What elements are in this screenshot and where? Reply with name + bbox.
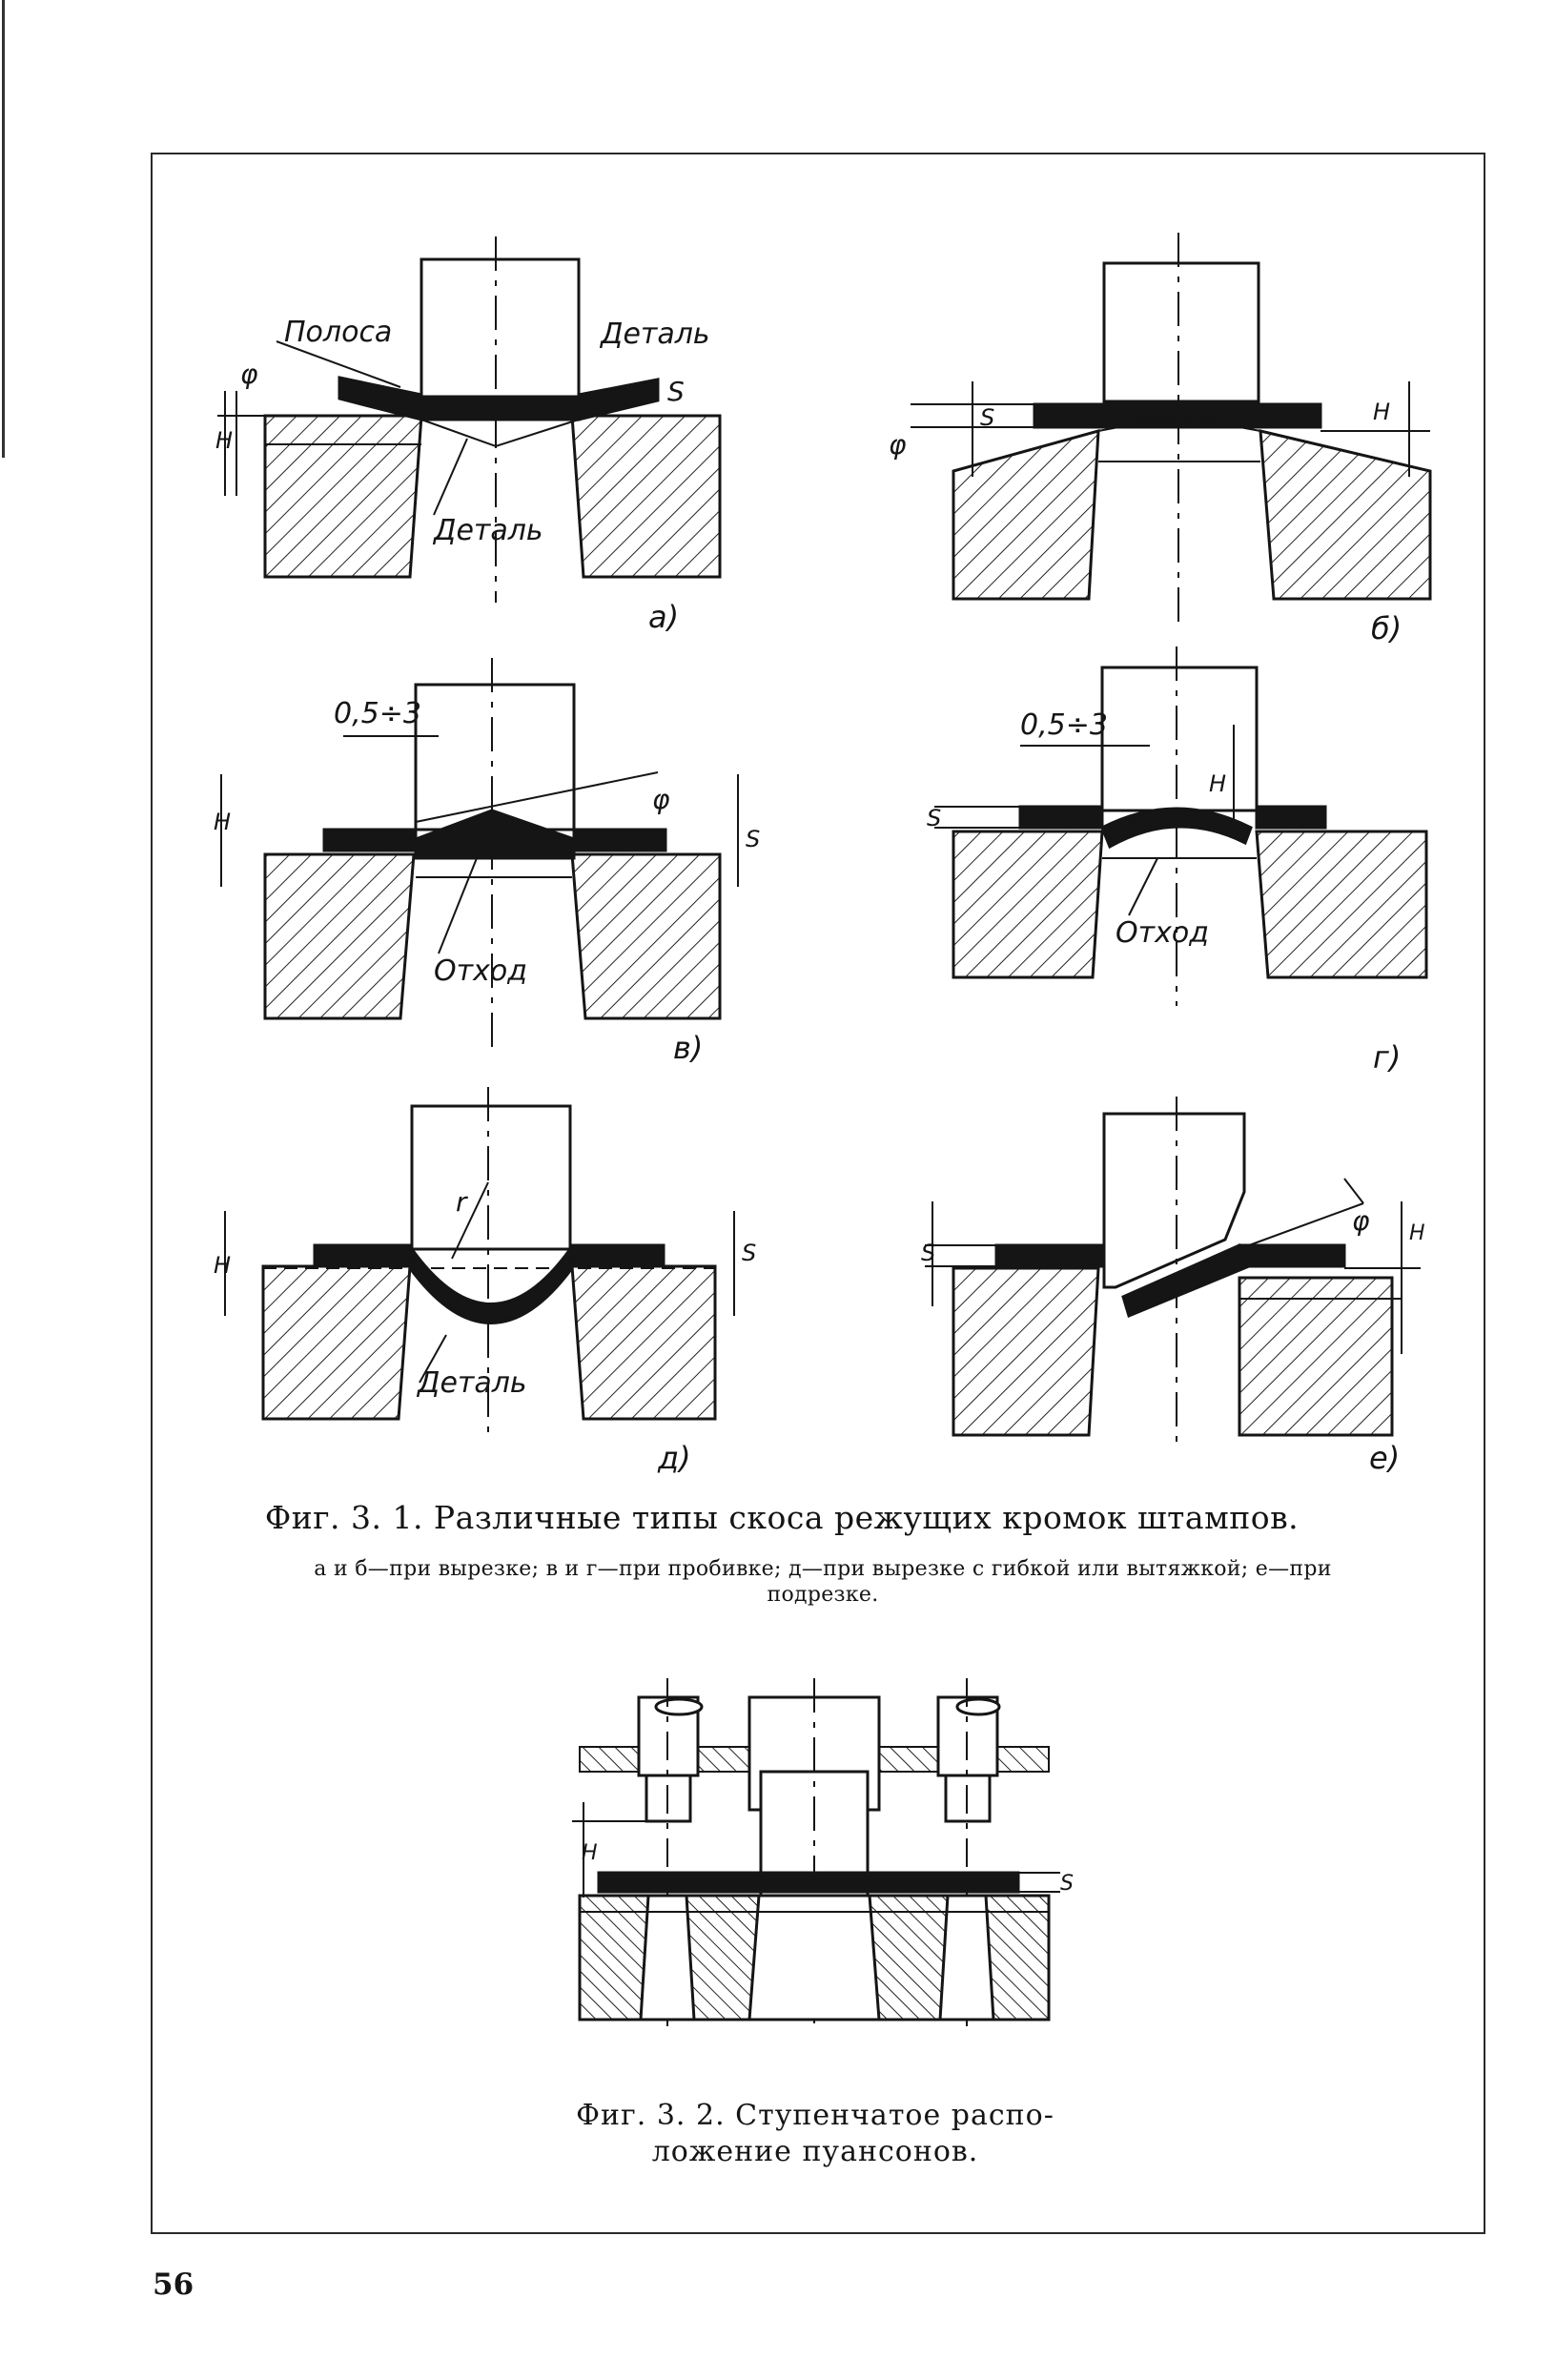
figure-1-caption-legend: а и б—при вырезке; в и г—при пробивке; д… bbox=[208, 1556, 1438, 1608]
strip-left bbox=[338, 376, 423, 421]
die-right bbox=[1255, 830, 1428, 979]
dim-r-d: r bbox=[456, 1186, 468, 1218]
strip-right bbox=[1238, 1243, 1346, 1268]
panel-letter-b: б) bbox=[1371, 610, 1402, 646]
panel-b bbox=[911, 233, 1432, 629]
die-left bbox=[952, 428, 1100, 601]
die-right bbox=[570, 414, 722, 579]
punch bbox=[420, 257, 581, 402]
dim-h-d: H bbox=[214, 1252, 231, 1279]
dim-s-e: S bbox=[921, 1240, 935, 1266]
dim-s-a: S bbox=[667, 376, 685, 407]
figure-2-caption: Фиг. 3. 2. Ступенчатое распо- ложение пу… bbox=[534, 2098, 1096, 2170]
dim-phi-e: φ bbox=[1352, 1205, 1370, 1237]
panel-letter-a: а) bbox=[648, 599, 679, 635]
panel-a bbox=[217, 236, 722, 603]
dim-s-fig2: S bbox=[1060, 1872, 1074, 1896]
dim-phi-b: φ bbox=[889, 429, 907, 461]
die-right bbox=[570, 1264, 717, 1421]
dim-h-a: H bbox=[215, 427, 233, 454]
die-left bbox=[263, 414, 423, 579]
punch-angled bbox=[1102, 1112, 1246, 1289]
figure-2-drawing bbox=[572, 1678, 1060, 2026]
punch bbox=[414, 683, 576, 831]
punch bbox=[1102, 261, 1260, 403]
die-left bbox=[952, 830, 1104, 979]
panel-d bbox=[224, 1087, 735, 1440]
dim-s-v: S bbox=[746, 826, 760, 852]
dim-s-d: S bbox=[742, 1240, 756, 1266]
caption-legend-line-2: подрезке. bbox=[767, 1583, 879, 1607]
die-right bbox=[1259, 429, 1432, 601]
die-left bbox=[261, 1264, 412, 1421]
scrap bbox=[414, 809, 576, 860]
label-part-top: Деталь bbox=[599, 318, 710, 351]
figure-1-caption-title: Фиг. 3. 1. Различные типы скоса режущих … bbox=[264, 1499, 1300, 1536]
panel-letter-e: е) bbox=[1369, 1440, 1400, 1476]
strip-left bbox=[313, 1243, 414, 1268]
die-left bbox=[952, 1266, 1100, 1437]
label-scrap-v: Отход bbox=[434, 954, 527, 988]
dim-phi-v: φ bbox=[652, 784, 670, 815]
die-right bbox=[570, 852, 722, 1020]
strip-left bbox=[994, 1243, 1105, 1268]
panel-letter-v: в) bbox=[673, 1030, 703, 1066]
workpiece bbox=[420, 395, 581, 421]
figure-2-caption-line-1: Фиг. 3. 2. Ступенчатое распо- bbox=[576, 2099, 1054, 2132]
dim-phi-a: φ bbox=[240, 359, 258, 390]
panel-letter-d: д) bbox=[657, 1440, 691, 1476]
panel-g bbox=[934, 646, 1428, 1006]
formed-part bbox=[408, 1244, 574, 1324]
panel-e bbox=[925, 1097, 1421, 1449]
die-right bbox=[1238, 1276, 1394, 1437]
caption-legend-line-1: а и б—при вырезке; в и г—при пробивке; д… bbox=[314, 1557, 1332, 1581]
strip-right bbox=[577, 378, 660, 421]
label-part-bottom: Деталь bbox=[432, 514, 543, 547]
scan-edge-line bbox=[2, 0, 5, 458]
die-hole-center bbox=[747, 1894, 881, 2021]
dim-h-v: H bbox=[214, 809, 231, 835]
strip-right bbox=[572, 828, 667, 852]
punch bbox=[410, 1104, 572, 1251]
label-scrap-g: Отход bbox=[1116, 916, 1209, 950]
dim-s-g: S bbox=[927, 805, 941, 831]
figure-2-caption-line-2: ложение пуансонов. bbox=[651, 2135, 979, 2168]
dim-h-g: H bbox=[1209, 770, 1226, 797]
figure-frame bbox=[151, 153, 1485, 2234]
dim-s-b: S bbox=[980, 404, 994, 431]
die-left bbox=[263, 852, 416, 1020]
punch bbox=[1100, 666, 1259, 812]
strip-right bbox=[1255, 805, 1327, 830]
die-hole-left bbox=[639, 1894, 696, 2021]
trim-scrap bbox=[1121, 1243, 1252, 1319]
page-number: 56 bbox=[153, 2267, 194, 2302]
strip-right bbox=[568, 1243, 665, 1268]
dim-h-e: H bbox=[1409, 1221, 1425, 1245]
sheet bbox=[597, 1871, 1020, 1894]
dim-h-b: H bbox=[1373, 399, 1390, 425]
label-strip: Полоса bbox=[284, 316, 392, 349]
dim-h-fig2: H bbox=[582, 1841, 598, 1865]
dim-value-v: 0,5÷3 bbox=[334, 697, 421, 730]
strip-left bbox=[1018, 805, 1104, 830]
panel-letter-g: г) bbox=[1373, 1039, 1401, 1076]
strip-left bbox=[322, 828, 418, 852]
scrap bbox=[1100, 807, 1253, 850]
die-hole-right bbox=[938, 1894, 995, 2021]
panel-v bbox=[220, 658, 739, 1049]
dim-value-g: 0,5÷3 bbox=[1020, 708, 1108, 742]
label-part-d: Деталь bbox=[416, 1366, 527, 1400]
